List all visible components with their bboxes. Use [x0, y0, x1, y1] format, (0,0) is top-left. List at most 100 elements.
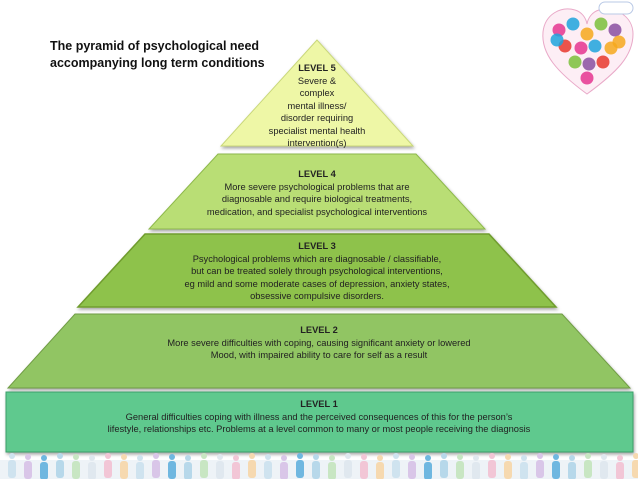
crowd-figure-head [409, 454, 415, 460]
crowd-figure-body [456, 461, 464, 479]
crowd-figure-head [393, 453, 399, 459]
crowd-figure-body [600, 461, 608, 479]
crowd-figure-head [137, 455, 143, 461]
crowd-figure-body [408, 461, 416, 479]
crowd-figure-head [521, 455, 527, 461]
level-5-label: LEVEL 5 [298, 63, 336, 73]
crowd-figure-head [489, 453, 495, 459]
crowd-figure-head [617, 455, 623, 461]
crowd-figure-head [57, 453, 63, 459]
level-4-shape [147, 153, 487, 230]
level-4-line: diagnosable and require biological treat… [221, 194, 413, 204]
crowd-figure-head [377, 455, 383, 461]
crowd-figure-head [9, 453, 15, 459]
level-3-line: eg mild and some moderate cases of depre… [184, 278, 450, 289]
crowd-figure-body [328, 462, 336, 479]
crowd-figure-body [216, 461, 224, 479]
crowd-figure-body [632, 460, 638, 478]
crowd-figure-body [136, 462, 144, 479]
logo-figure [580, 27, 594, 41]
crowd-figure-body [56, 460, 64, 478]
crowd-figure-head [249, 453, 255, 459]
level-4-text: LEVEL 4 More severe psychological proble… [167, 168, 467, 218]
level-2-shape [6, 313, 632, 389]
crowd-figure-body [488, 460, 496, 478]
logo-figure [568, 55, 582, 69]
logo-figure [612, 35, 626, 49]
level-1-line: General difficulties coping with illness… [125, 411, 513, 422]
crowd-figure-body [8, 460, 16, 478]
crowd-figure-head [153, 453, 159, 459]
level-3-label: LEVEL 3 [298, 241, 336, 251]
logo-figure [580, 71, 594, 85]
level-2-label: LEVEL 2 [300, 325, 338, 335]
logo-figure [550, 33, 564, 47]
logo-figure [574, 41, 588, 55]
crowd-figure-head [585, 453, 591, 459]
level-2-text: LEVEL 2 More severe difficulties with co… [97, 324, 541, 362]
crowd-figure-head [121, 454, 127, 460]
level-1-shape [5, 391, 634, 453]
crowd-figure-head [633, 453, 638, 459]
crowd-figure-body [376, 462, 384, 479]
level-3-text: LEVEL 3 Psychological problems which are… [117, 240, 517, 303]
level-4-line: medication, and specialist psychological… [206, 206, 428, 217]
crowd-figure-head [25, 454, 31, 460]
level-5-line: complex [299, 88, 335, 98]
level-3-line: Psychological problems which are diagnos… [192, 253, 442, 264]
crowd-figure-body [40, 462, 48, 479]
crowd-figure-head [473, 455, 479, 461]
crowd-figure-body [520, 462, 528, 479]
crowd-figure-body [552, 461, 560, 479]
crowd-figure-body [472, 462, 480, 479]
logo-figure [594, 17, 608, 31]
crowd-figure-head [505, 454, 511, 460]
crowd-figure-body [568, 462, 576, 479]
crowd-figure-body [504, 461, 512, 479]
level-3-shape [76, 233, 558, 308]
crowd-figure-body [232, 462, 240, 479]
crowd-figure-body [152, 460, 160, 478]
crowd-figure-body [248, 460, 256, 478]
level-2-line: More severe difficulties with coping, ca… [167, 337, 471, 348]
level-4-line: More severe psychological problems that … [224, 181, 410, 192]
crowd-figure-head [601, 454, 607, 460]
crowd-figure-body [264, 461, 272, 479]
logo-figure [552, 23, 566, 37]
crowd-figure-head [569, 455, 575, 461]
crowd-figure-head [329, 455, 335, 461]
crowd-figure-body [168, 461, 176, 479]
crowd-figure-body [104, 460, 112, 478]
level-3-line: but can be treated solely through psycho… [191, 266, 443, 276]
level-1-label: LEVEL 1 [300, 399, 338, 409]
crowd-figure-head [553, 454, 559, 460]
level-5-text: LEVEL 5 Severe & complex mental illness/… [242, 62, 392, 150]
crowd-figure-body [536, 460, 544, 478]
level-1-text: LEVEL 1 General difficulties coping with… [20, 398, 618, 436]
level-5-line: Severe & [297, 75, 337, 86]
crowd-figure-body [88, 462, 96, 479]
crowd-figure-body [440, 460, 448, 478]
level-2-line: Mood, with impaired ability to care for … [210, 350, 428, 360]
logo-figure [566, 17, 580, 31]
level-4-label: LEVEL 4 [298, 169, 336, 179]
crowd-figure-body [296, 460, 304, 478]
crowd-figure-body [280, 462, 288, 479]
crowd-figure-head [169, 454, 175, 460]
crowd-figure-body [200, 460, 208, 478]
crowd-figure-body [312, 461, 320, 479]
crowd-figure-body [24, 461, 32, 479]
crowd-figure-body [392, 460, 400, 478]
crowd-figure-head [425, 455, 431, 461]
level-5-line: disorder requiring [280, 113, 354, 123]
logo-figure [608, 23, 622, 37]
crowd-figure-head [105, 453, 111, 459]
crowd-figure-head [441, 453, 447, 459]
crowd-figure-head [73, 454, 79, 460]
crowd-figure-body [360, 461, 368, 479]
level-3-line: obsessive compulsive disorders. [250, 291, 384, 301]
crowd-figure-body [616, 462, 624, 479]
logo-figure [582, 57, 596, 71]
crowd-figure-head [185, 455, 191, 461]
